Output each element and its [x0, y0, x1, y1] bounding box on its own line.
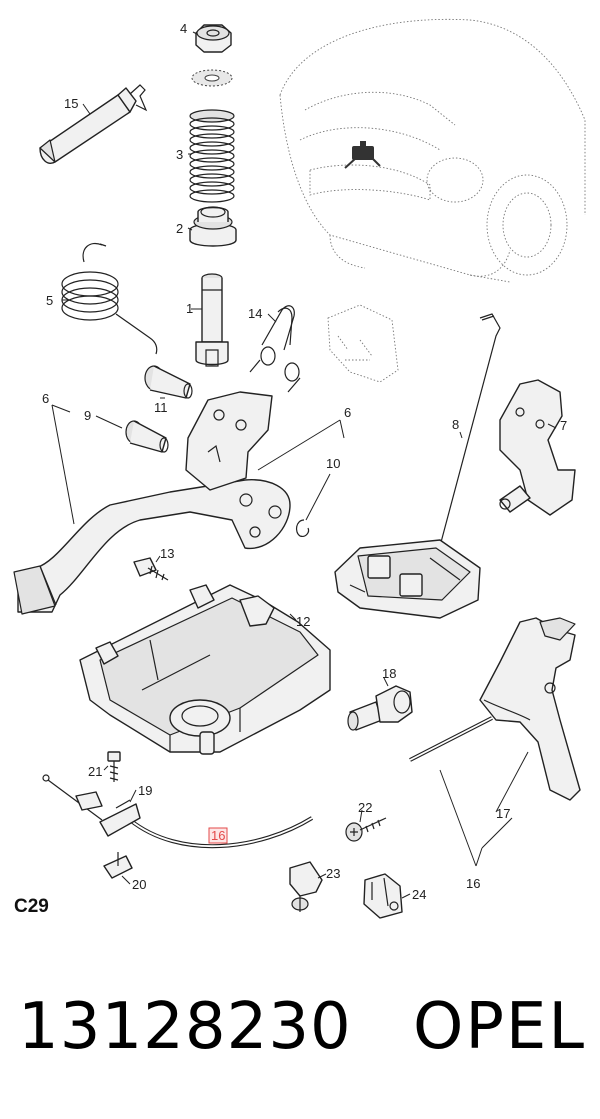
part-14-clip-spring — [249, 305, 301, 393]
callout-16a-highlighted: 16 — [208, 827, 228, 844]
callout-4: 4 — [180, 21, 187, 36]
callout-15: 15 — [64, 96, 78, 111]
spring-coil — [189, 117, 235, 131]
callout-23: 23 — [326, 866, 340, 881]
part-23-clip — [289, 861, 323, 912]
callout-18: 18 — [382, 666, 396, 681]
spring-coil — [189, 173, 235, 187]
part-9-bolt — [125, 420, 169, 453]
callout-10: 10 — [326, 456, 340, 471]
callout-1: 1 — [186, 301, 193, 316]
spring-coil — [189, 125, 235, 139]
part-15-grease-tube — [39, 84, 148, 164]
part-1-pin — [195, 273, 229, 367]
part-6-lever-arm — [13, 391, 291, 615]
leader-lines — [51, 31, 557, 899]
part-4-hex-nut — [195, 24, 232, 53]
part-7-bracket — [499, 379, 576, 516]
part-11-bolt — [144, 365, 193, 399]
mounting-bracket-ghost — [327, 304, 399, 383]
callout-3: 3 — [176, 147, 183, 162]
callout-22: 22 — [358, 800, 372, 815]
callout-16b: 16 — [466, 876, 480, 891]
part-washer — [191, 69, 233, 87]
callout-9: 9 — [84, 408, 91, 423]
footer: 13128230 OPEL — [0, 982, 600, 1072]
callout-8: 8 — [452, 417, 459, 432]
callout-6a: 6 — [42, 391, 49, 406]
part-13-screw — [133, 557, 169, 581]
part-22-screw — [345, 817, 387, 842]
callout-20: 20 — [132, 877, 146, 892]
callout-14: 14 — [248, 306, 262, 321]
part-5-torsion-spring — [61, 242, 158, 355]
spring-coil — [189, 157, 235, 171]
callouts: 4 3 2 1 15 5 14 11 6 9 6 10 8 7 13 12 18… — [42, 21, 567, 902]
spring-coil — [189, 181, 235, 195]
part-20-nut-clip — [103, 852, 133, 879]
spring-coil — [189, 133, 235, 147]
svg-text:16: 16 — [211, 828, 225, 843]
spring-coil — [189, 189, 235, 203]
section-code: C29 — [14, 896, 49, 917]
callout-17: 17 — [496, 806, 510, 821]
callout-7: 7 — [560, 418, 567, 433]
spring-coil — [189, 165, 235, 179]
part-number: 13128230 — [18, 990, 352, 1064]
spring-coil — [189, 149, 235, 163]
part-10-e-clip — [295, 519, 310, 537]
callout-19: 19 — [138, 783, 152, 798]
brand-name: OPEL — [412, 990, 586, 1064]
callout-6b: 6 — [344, 405, 351, 420]
callout-11: 11 — [154, 400, 168, 415]
callout-12: 12 — [296, 614, 310, 629]
part-3-coil-spring — [189, 109, 235, 203]
callout-24: 24 — [412, 887, 426, 902]
part-16-release-cable — [42, 716, 493, 849]
part-17-release-handle — [479, 617, 581, 801]
callout-2: 2 — [176, 221, 183, 236]
callout-13: 13 — [160, 546, 174, 561]
part-2-bushing — [189, 206, 237, 247]
part-8-release-rod — [439, 313, 501, 547]
part-24-clip — [363, 873, 403, 919]
callout-21: 21 — [88, 764, 102, 779]
part-12-tray-housing — [79, 584, 331, 755]
latch-assembly — [334, 539, 481, 619]
part-21-bolt — [107, 751, 121, 782]
car-front-outline — [279, 18, 586, 283]
part-19-cable-clip — [99, 799, 141, 837]
hood-latch-location-icon — [344, 141, 381, 169]
spring-coil — [189, 141, 235, 155]
part-18-connector — [347, 685, 413, 731]
callout-5: 5 — [46, 293, 53, 308]
